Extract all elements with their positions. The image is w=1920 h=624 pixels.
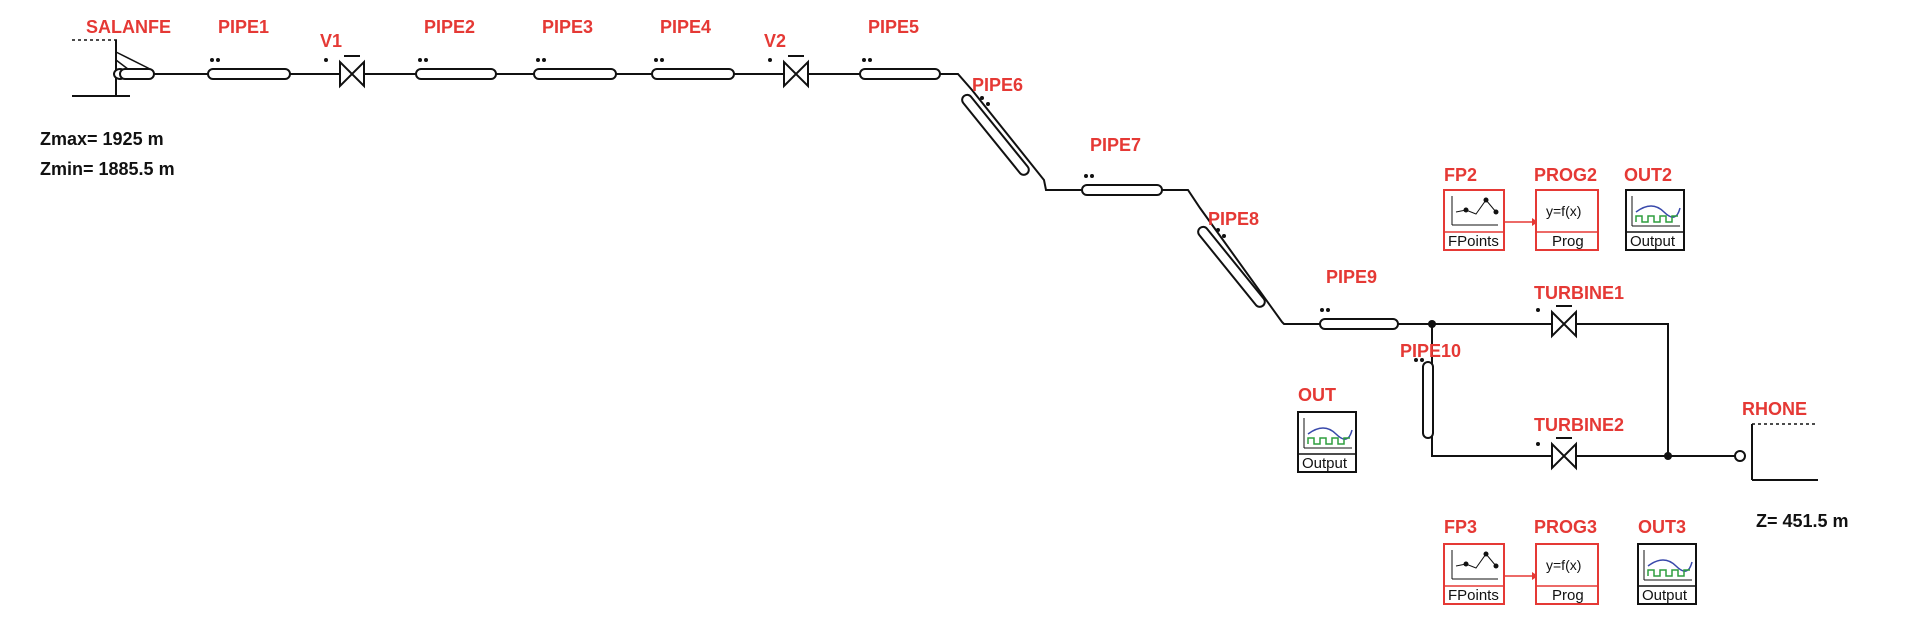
fp3-block[interactable] — [1443, 543, 1505, 605]
pipe5[interactable] — [859, 68, 941, 80]
out-block[interactable] — [1297, 411, 1357, 473]
reservoir-salanfe[interactable] — [72, 39, 155, 97]
junction-node — [1664, 452, 1672, 460]
label-v2: V2 — [764, 31, 787, 51]
label-pipe5: PIPE5 — [868, 17, 920, 37]
z-rhone-text: Z= 451.5 m — [1756, 511, 1849, 531]
label-pipe9: PIPE9 — [1326, 267, 1378, 287]
label-pipe1: PIPE1 — [218, 17, 270, 37]
label-pipe6: PIPE6 — [972, 75, 1024, 95]
pipe8[interactable] — [1196, 225, 1267, 309]
label-prog2: PROG2 — [1534, 165, 1598, 185]
valve-v2[interactable] — [783, 55, 809, 89]
pipe9[interactable] — [1319, 318, 1399, 330]
label-out2: OUT2 — [1624, 165, 1673, 185]
label-salanfe: SALANFE — [86, 17, 171, 37]
pipe10[interactable] — [1422, 361, 1434, 439]
pipe7[interactable] — [1081, 184, 1163, 196]
fp2-block[interactable] — [1443, 189, 1505, 251]
label-out3: OUT3 — [1638, 517, 1687, 537]
pipe1[interactable] — [207, 68, 291, 80]
label-turbine2: TURBINE2 — [1534, 415, 1625, 435]
valve-v1[interactable] — [339, 55, 365, 89]
label-pipe3: PIPE3 — [542, 17, 594, 37]
split-wire — [1398, 323, 1738, 457]
label-v1: V1 — [320, 31, 343, 51]
prog2-block[interactable] — [1535, 189, 1599, 251]
out3-block[interactable] — [1637, 543, 1697, 605]
pipe4[interactable] — [651, 68, 735, 80]
prog3-block[interactable] — [1535, 543, 1599, 605]
pipe6[interactable] — [960, 93, 1031, 177]
out3-caption: Output — [1642, 587, 1688, 604]
prog3-function: y=f(x) — [1546, 557, 1582, 573]
turbine2-valve[interactable] — [1551, 437, 1577, 471]
prog2-function: y=f(x) — [1546, 203, 1582, 219]
zmax-text: Zmax= 1925 m — [40, 129, 164, 149]
main-conduit — [154, 73, 1398, 325]
label-pipe2: PIPE2 — [424, 17, 476, 37]
label-prog3: PROG3 — [1534, 517, 1598, 537]
branch-wire — [1431, 324, 1668, 457]
junction-node — [1428, 320, 1436, 328]
turbine1-valve[interactable] — [1551, 305, 1577, 339]
prog2-caption: Prog — [1552, 233, 1584, 250]
out2-caption: Output — [1630, 233, 1676, 250]
label-pipe10: PIPE10 — [1400, 341, 1462, 361]
out2-block[interactable] — [1625, 189, 1685, 251]
label-pipe8: PIPE8 — [1208, 209, 1260, 229]
out-caption: Output — [1302, 455, 1348, 472]
label-rhone: RHONE — [1742, 399, 1808, 419]
pipe3[interactable] — [533, 68, 617, 80]
label-pipe7: PIPE7 — [1090, 135, 1142, 155]
label-out: OUT — [1298, 385, 1336, 405]
label-turbine1: TURBINE1 — [1534, 283, 1625, 303]
zmin-text: Zmin= 1885.5 m — [40, 159, 175, 179]
label-fp2: FP2 — [1444, 165, 1478, 185]
fp3-caption: FPoints — [1448, 587, 1499, 604]
reservoir-rhone[interactable] — [1734, 423, 1818, 481]
label-pipe4: PIPE4 — [660, 17, 712, 37]
fp2-caption: FPoints — [1448, 233, 1499, 250]
prog3-caption: Prog — [1552, 587, 1584, 604]
pipe2[interactable] — [415, 68, 497, 80]
label-fp3: FP3 — [1444, 517, 1478, 537]
